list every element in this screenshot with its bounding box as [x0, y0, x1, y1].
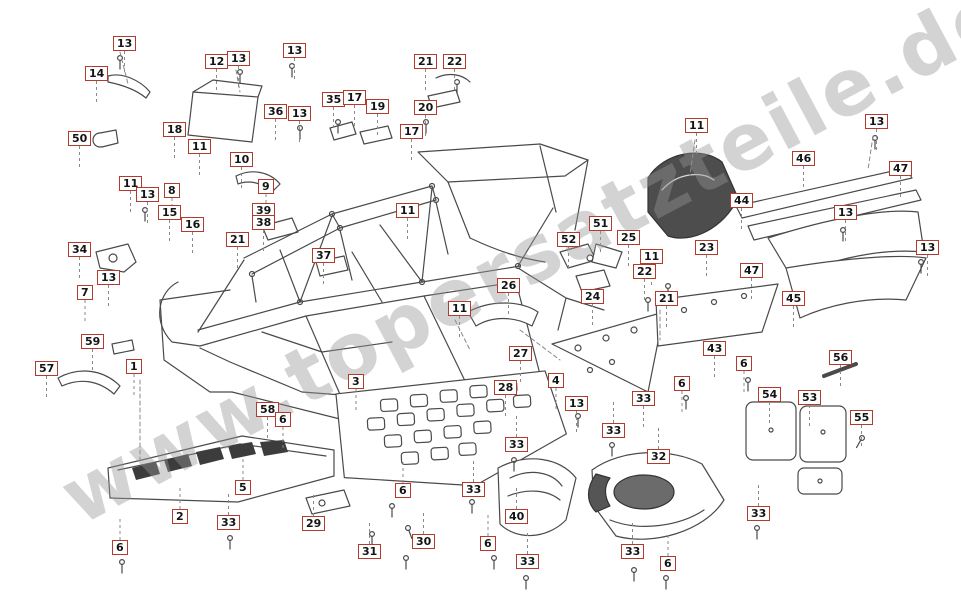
part-label: 13	[227, 51, 251, 66]
part-label: 13	[136, 187, 160, 202]
part-label: 14	[85, 66, 109, 81]
part-label: 46	[792, 151, 816, 166]
part-label: 16	[181, 217, 205, 232]
part-label: 6	[674, 376, 690, 391]
part-label: 33	[217, 515, 241, 530]
part-label: 17	[400, 124, 424, 139]
part-label: 33	[632, 391, 656, 406]
part-label: 11	[685, 118, 709, 133]
part-label: 13	[865, 114, 889, 129]
part-label: 52	[557, 232, 581, 247]
part-label: 40	[505, 509, 529, 524]
part-label: 55	[850, 410, 874, 425]
part-label: 50	[68, 131, 92, 146]
part-label: 33	[747, 506, 771, 521]
part-label: 3	[348, 374, 364, 389]
part-label: 5	[235, 480, 251, 495]
part-label: 59	[81, 334, 105, 349]
part-label: 28	[494, 380, 518, 395]
part-label: 17	[343, 90, 367, 105]
part-label: 35	[322, 92, 346, 107]
part-label: 21	[414, 54, 438, 69]
part-label: 32	[647, 449, 671, 464]
part-label: 6	[480, 536, 496, 551]
part-label: 34	[68, 242, 92, 257]
part-label: 12	[205, 54, 229, 69]
part-label: 19	[366, 99, 390, 114]
part-label: 13	[916, 240, 940, 255]
part-label: 58	[256, 402, 280, 417]
part-label: 6	[660, 556, 676, 571]
part-label: 26	[497, 278, 521, 293]
part-label: 18	[163, 122, 187, 137]
part-label: 56	[829, 350, 853, 365]
part-label: 6	[275, 412, 291, 427]
part-label: 7	[77, 285, 93, 300]
part-label: 23	[695, 240, 719, 255]
part-label: 9	[258, 179, 274, 194]
part-label: 1	[126, 359, 142, 374]
part-label: 10	[230, 152, 254, 167]
part-label: 25	[617, 230, 641, 245]
part-label: 11	[188, 139, 212, 154]
part-label: 38	[252, 215, 276, 230]
part-label: 53	[798, 390, 822, 405]
part-label: 47	[740, 263, 764, 278]
part-label: 11	[640, 249, 664, 264]
part-label: 13	[113, 36, 137, 51]
part-label: 22	[443, 54, 467, 69]
part-label: 31	[358, 544, 382, 559]
part-label: 47	[889, 161, 913, 176]
part-label: 13	[565, 396, 589, 411]
part-label: 33	[462, 482, 486, 497]
part-label: 13	[97, 270, 121, 285]
part-label: 11	[396, 203, 420, 218]
part-label: 24	[581, 289, 605, 304]
part-label: 29	[302, 516, 326, 531]
part-label: 21	[226, 232, 250, 247]
part-label: 13	[288, 106, 312, 121]
part-label: 13	[834, 205, 858, 220]
part-label: 6	[112, 540, 128, 555]
part-label: 33	[516, 554, 540, 569]
part-label: 33	[621, 544, 645, 559]
part-label: 33	[505, 437, 529, 452]
part-label: 2	[172, 509, 188, 524]
part-label: 44	[730, 193, 754, 208]
part-label: 6	[736, 356, 752, 371]
part-label: 15	[158, 205, 182, 220]
part-label: 30	[412, 534, 436, 549]
part-label: 4	[548, 373, 564, 388]
part-label: 21	[655, 291, 679, 306]
part-label: 43	[703, 341, 727, 356]
part-label: 13	[283, 43, 307, 58]
part-label: 8	[164, 183, 180, 198]
part-label: 51	[589, 216, 613, 231]
part-label: 27	[509, 346, 533, 361]
part-label: 36	[264, 104, 288, 119]
part-label: 37	[312, 248, 336, 263]
label-leader-lines	[46, 51, 928, 556]
part-label: 22	[633, 264, 657, 279]
part-label: 6	[395, 483, 411, 498]
part-label: 39	[252, 203, 276, 218]
part-label: 45	[782, 291, 806, 306]
part-label: 33	[602, 423, 626, 438]
part-label: 54	[758, 387, 782, 402]
part-label: 11	[448, 301, 472, 316]
part-label: 20	[414, 100, 438, 115]
frame-artwork	[57, 51, 927, 590]
part-label: 57	[35, 361, 59, 376]
